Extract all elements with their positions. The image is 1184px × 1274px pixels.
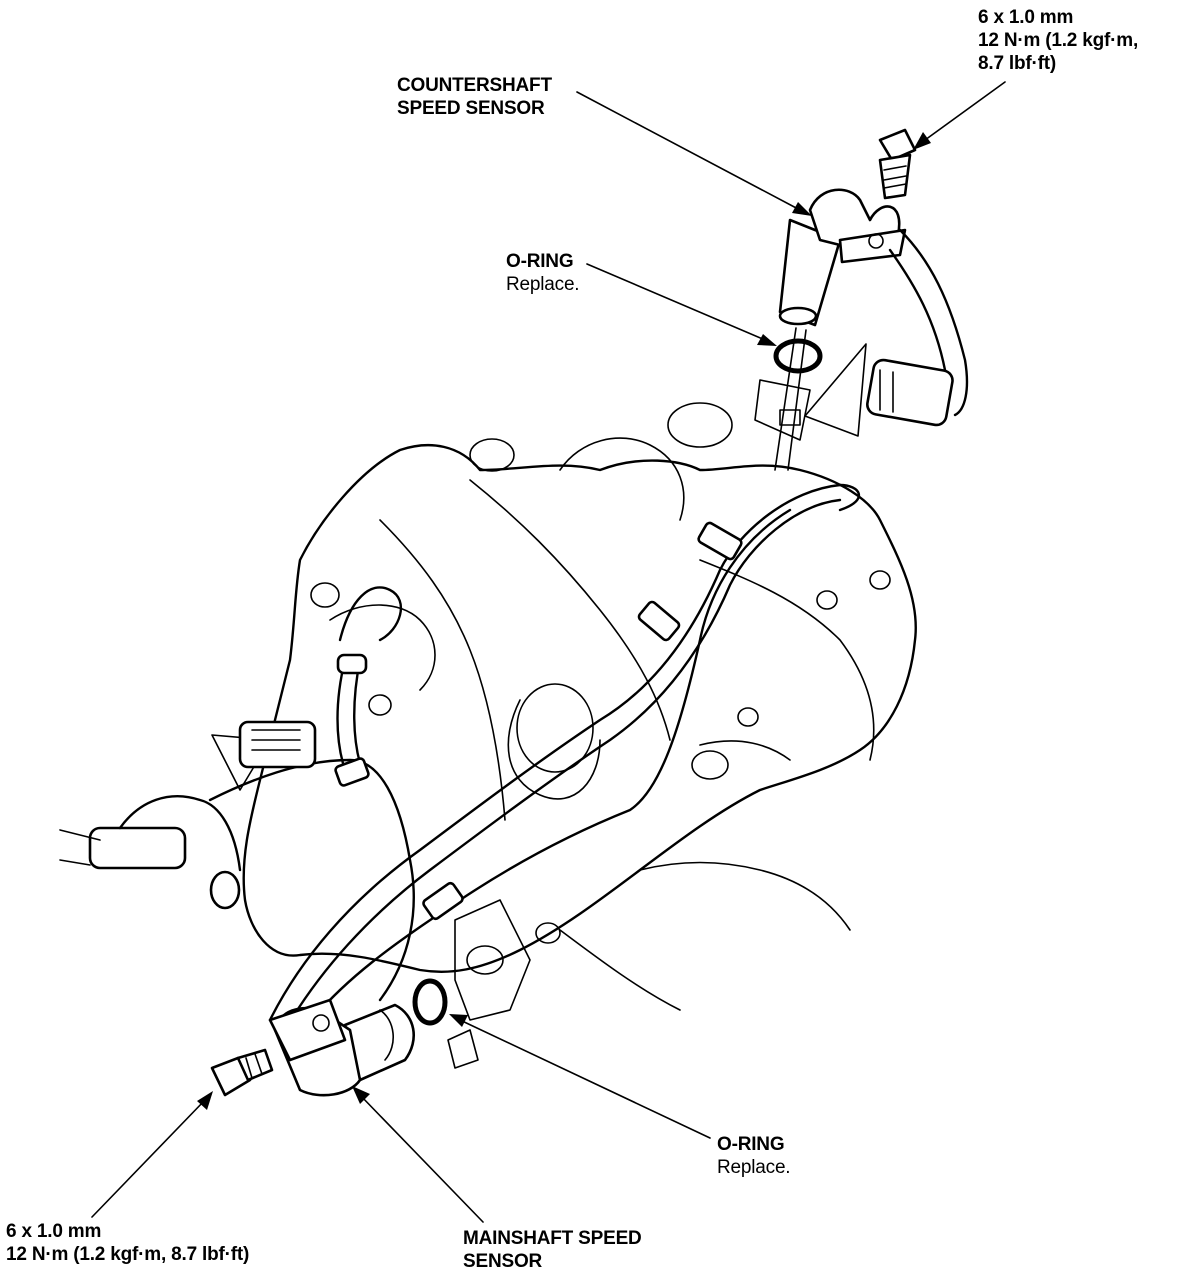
top-bolt-torque-imperial: 8.7 lbf·ft) [978,53,1057,74]
countershaft-speed-sensor [754,188,969,471]
harness-connectors [59,720,317,910]
leader-arrows [91,81,1006,1223]
top-bolt-torque: 12 N·m (1.2 kgf·m, [978,30,1139,51]
bottom-bolt [210,1048,274,1097]
sensor-mount-boss [447,899,531,1069]
bottom-bolt-torque: 12 N·m (1.2 kgf·m, 8.7 lbf·ft) [6,1244,250,1265]
mainshaft-o-ring [412,978,448,1026]
top-bolt-size: 6 x 1.0 mm [978,7,1074,28]
mainshaft-o-ring-label: O-RING Replace. [717,1133,791,1179]
o-ring-top-note: Replace. [506,274,580,295]
mainshaft-label-line2: SENSOR [463,1251,543,1272]
mainshaft-speed-sensor [268,998,415,1097]
mainshaft-speed-sensor-label: MAINSHAFT SPEED SENSOR [463,1227,642,1273]
countershaft-o-ring-label: O-RING Replace. [506,250,580,296]
mainshaft-label-line1: MAINSHAFT SPEED [463,1228,642,1249]
countershaft-label-line2: SPEED SENSOR [397,98,545,119]
bottom-bolt-size: 6 x 1.0 mm [6,1221,102,1242]
bottom-bolt-spec: 6 x 1.0 mm 12 N·m (1.2 kgf·m, 8.7 lbf·ft… [6,1220,249,1266]
countershaft-speed-sensor-label: COUNTERSHAFT SPEED SENSOR [397,74,552,120]
o-ring-top-title: O-RING [506,251,574,272]
o-ring-bottom-note: Replace. [717,1157,791,1178]
o-ring-bottom-title: O-RING [717,1134,785,1155]
top-bolt [878,128,917,200]
countershaft-o-ring [773,338,823,374]
countershaft-label-line1: COUNTERSHAFT [397,75,552,96]
wire-harness [208,483,861,1037]
top-bolt-spec: 6 x 1.0 mm 12 N·m (1.2 kgf·m, 8.7 lbf·ft… [978,6,1138,75]
transmission-housing [242,402,917,1011]
